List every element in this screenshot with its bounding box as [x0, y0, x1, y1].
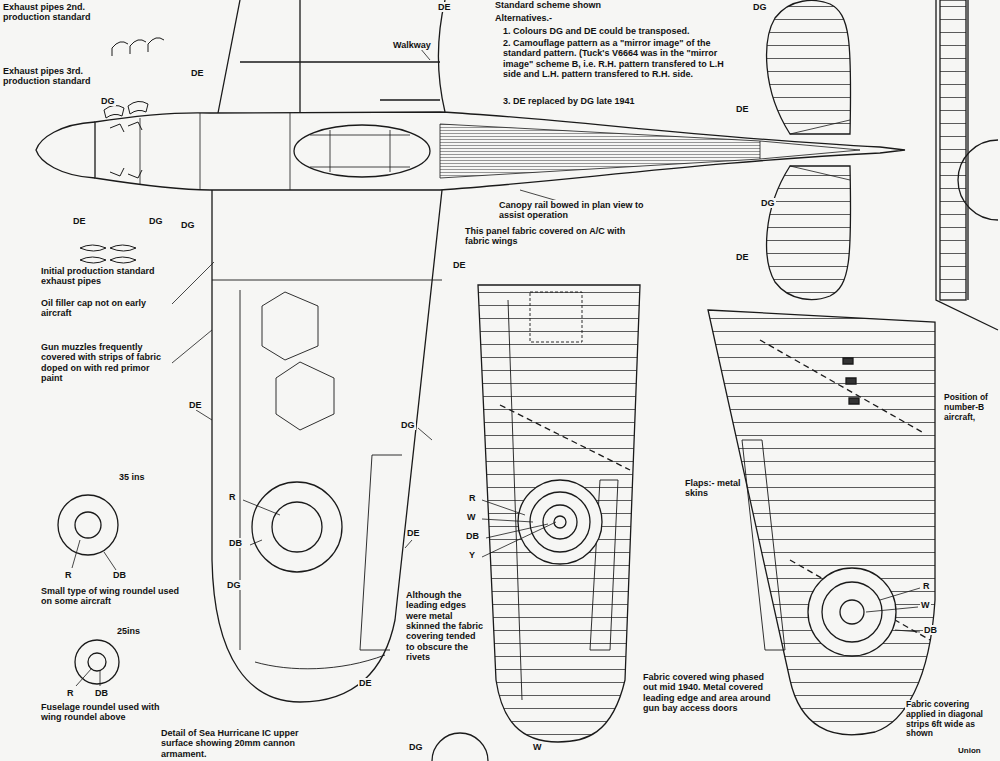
tailplane [767, 1, 851, 134]
colour-code: DB [112, 570, 127, 580]
note-text: Gun muzzles frequently covered with stri… [40, 342, 170, 383]
canopy-frame [310, 130, 410, 172]
note-text: 2. Camouflage pattern as a "mirror image… [502, 38, 740, 79]
colour-code: Y [468, 550, 476, 560]
canopy [294, 125, 430, 177]
note-text: Fabric covering applied in diagonal stri… [905, 700, 995, 739]
colour-code: DG [100, 96, 116, 106]
colour-code: DE [358, 678, 373, 688]
wing-roundel [543, 505, 577, 539]
partial-wing [940, 0, 966, 300]
colour-code: R [468, 493, 477, 503]
upper-wing [218, 0, 445, 113]
colour-code: DE [190, 68, 205, 78]
colour-code: DB [228, 538, 243, 548]
note-text: Position of number-B aircraft, [943, 393, 997, 422]
wing-roundel [272, 502, 322, 552]
note-text: Alternatives.- [494, 13, 553, 23]
wing-roundel [840, 600, 864, 624]
note-text: Canopy rail bowed in plan view to assist… [498, 200, 668, 221]
note-text: 25ins [116, 626, 141, 636]
colour-code: DG [752, 2, 768, 12]
colour-code: DB [94, 688, 109, 698]
note-text: 1. Colours DG and DE could be transposed… [502, 26, 752, 36]
fabric-strip-line [500, 405, 630, 470]
note-text: Oil filler cap not on early aircraft [40, 298, 170, 319]
colour-code: DB [923, 625, 938, 635]
colour-code: R [922, 581, 931, 591]
colour-code: DE [188, 400, 203, 410]
airframe-outline [36, 0, 998, 761]
gun-ports [843, 358, 859, 404]
colour-code: DG [148, 216, 164, 226]
note-text: Small type of wing roundel used on some … [40, 586, 190, 607]
note-text: Fabric covered wing phased out mid 1940.… [642, 672, 780, 713]
note-text: Union [957, 746, 982, 755]
colour-code: DE [452, 260, 467, 270]
note-text: Walkway [392, 40, 432, 50]
note-text: Exhaust pipes 2nd. production standard [2, 2, 114, 23]
colour-code: DE [735, 104, 750, 114]
colour-code: W [532, 742, 543, 752]
colour-code: DG [760, 198, 776, 208]
note-text: Exhaust pipes 3rd. production standard [2, 66, 114, 87]
colour-code: DE [72, 216, 87, 226]
colour-code: DB [465, 531, 480, 541]
small-roundel [75, 512, 101, 538]
gun-bay-panels [262, 292, 334, 430]
fuselage-roundel [75, 640, 119, 684]
note-text: Standard scheme shown [494, 0, 602, 10]
middle-wing [478, 285, 640, 742]
exhaust-stubs [110, 122, 142, 178]
exhaust-detail [80, 245, 136, 263]
small-roundel [58, 495, 118, 555]
wing-panels [508, 300, 618, 700]
note-text: Fuselage roundel used with wing roundel … [40, 702, 165, 723]
note-text: 3. DE replaced by DG late 1941 [502, 96, 732, 106]
colour-code: R [66, 688, 75, 698]
colour-code: DE [437, 2, 452, 12]
fuselage-roundel [88, 653, 106, 671]
note-text: This panel fabric covered on A/C with fa… [464, 226, 644, 247]
colour-code: DE [735, 252, 750, 262]
leader-line [72, 48, 920, 686]
wing-roundel [530, 492, 590, 552]
note-text: Detail of Sea Hurricane IC upper surface… [160, 728, 300, 759]
colour-code: DG [180, 220, 196, 230]
partial-roundel [958, 140, 998, 220]
colour-code: W [466, 512, 477, 522]
colour-code: DE [406, 528, 421, 538]
wing-roundel [822, 582, 882, 642]
gun-bay-panel [530, 292, 582, 342]
exhaust-detail [112, 38, 164, 56]
fabric-rear-fuselage [440, 124, 760, 178]
partial-wing [936, 0, 998, 330]
wing-roundel [808, 568, 896, 656]
wing-roundel [252, 482, 342, 572]
note-text: 35 ins [118, 472, 146, 482]
colour-code: DG [226, 580, 242, 590]
note-text: Initial production standard exhaust pipe… [40, 266, 162, 287]
tailplane [767, 166, 851, 299]
spinner [36, 122, 95, 178]
elevator-line [790, 120, 850, 180]
partial-detail [432, 733, 488, 761]
panel-lines [140, 113, 860, 190]
colour-code: DG [408, 742, 424, 752]
aileron [742, 440, 785, 650]
colour-code: W [920, 600, 931, 610]
note-text: Although the leading edges were metal sk… [405, 590, 485, 662]
note-text: Flaps:- metal skins [684, 478, 742, 499]
colour-code: R [64, 570, 73, 580]
colour-code: R [228, 492, 237, 502]
colour-code: DG [400, 420, 416, 430]
